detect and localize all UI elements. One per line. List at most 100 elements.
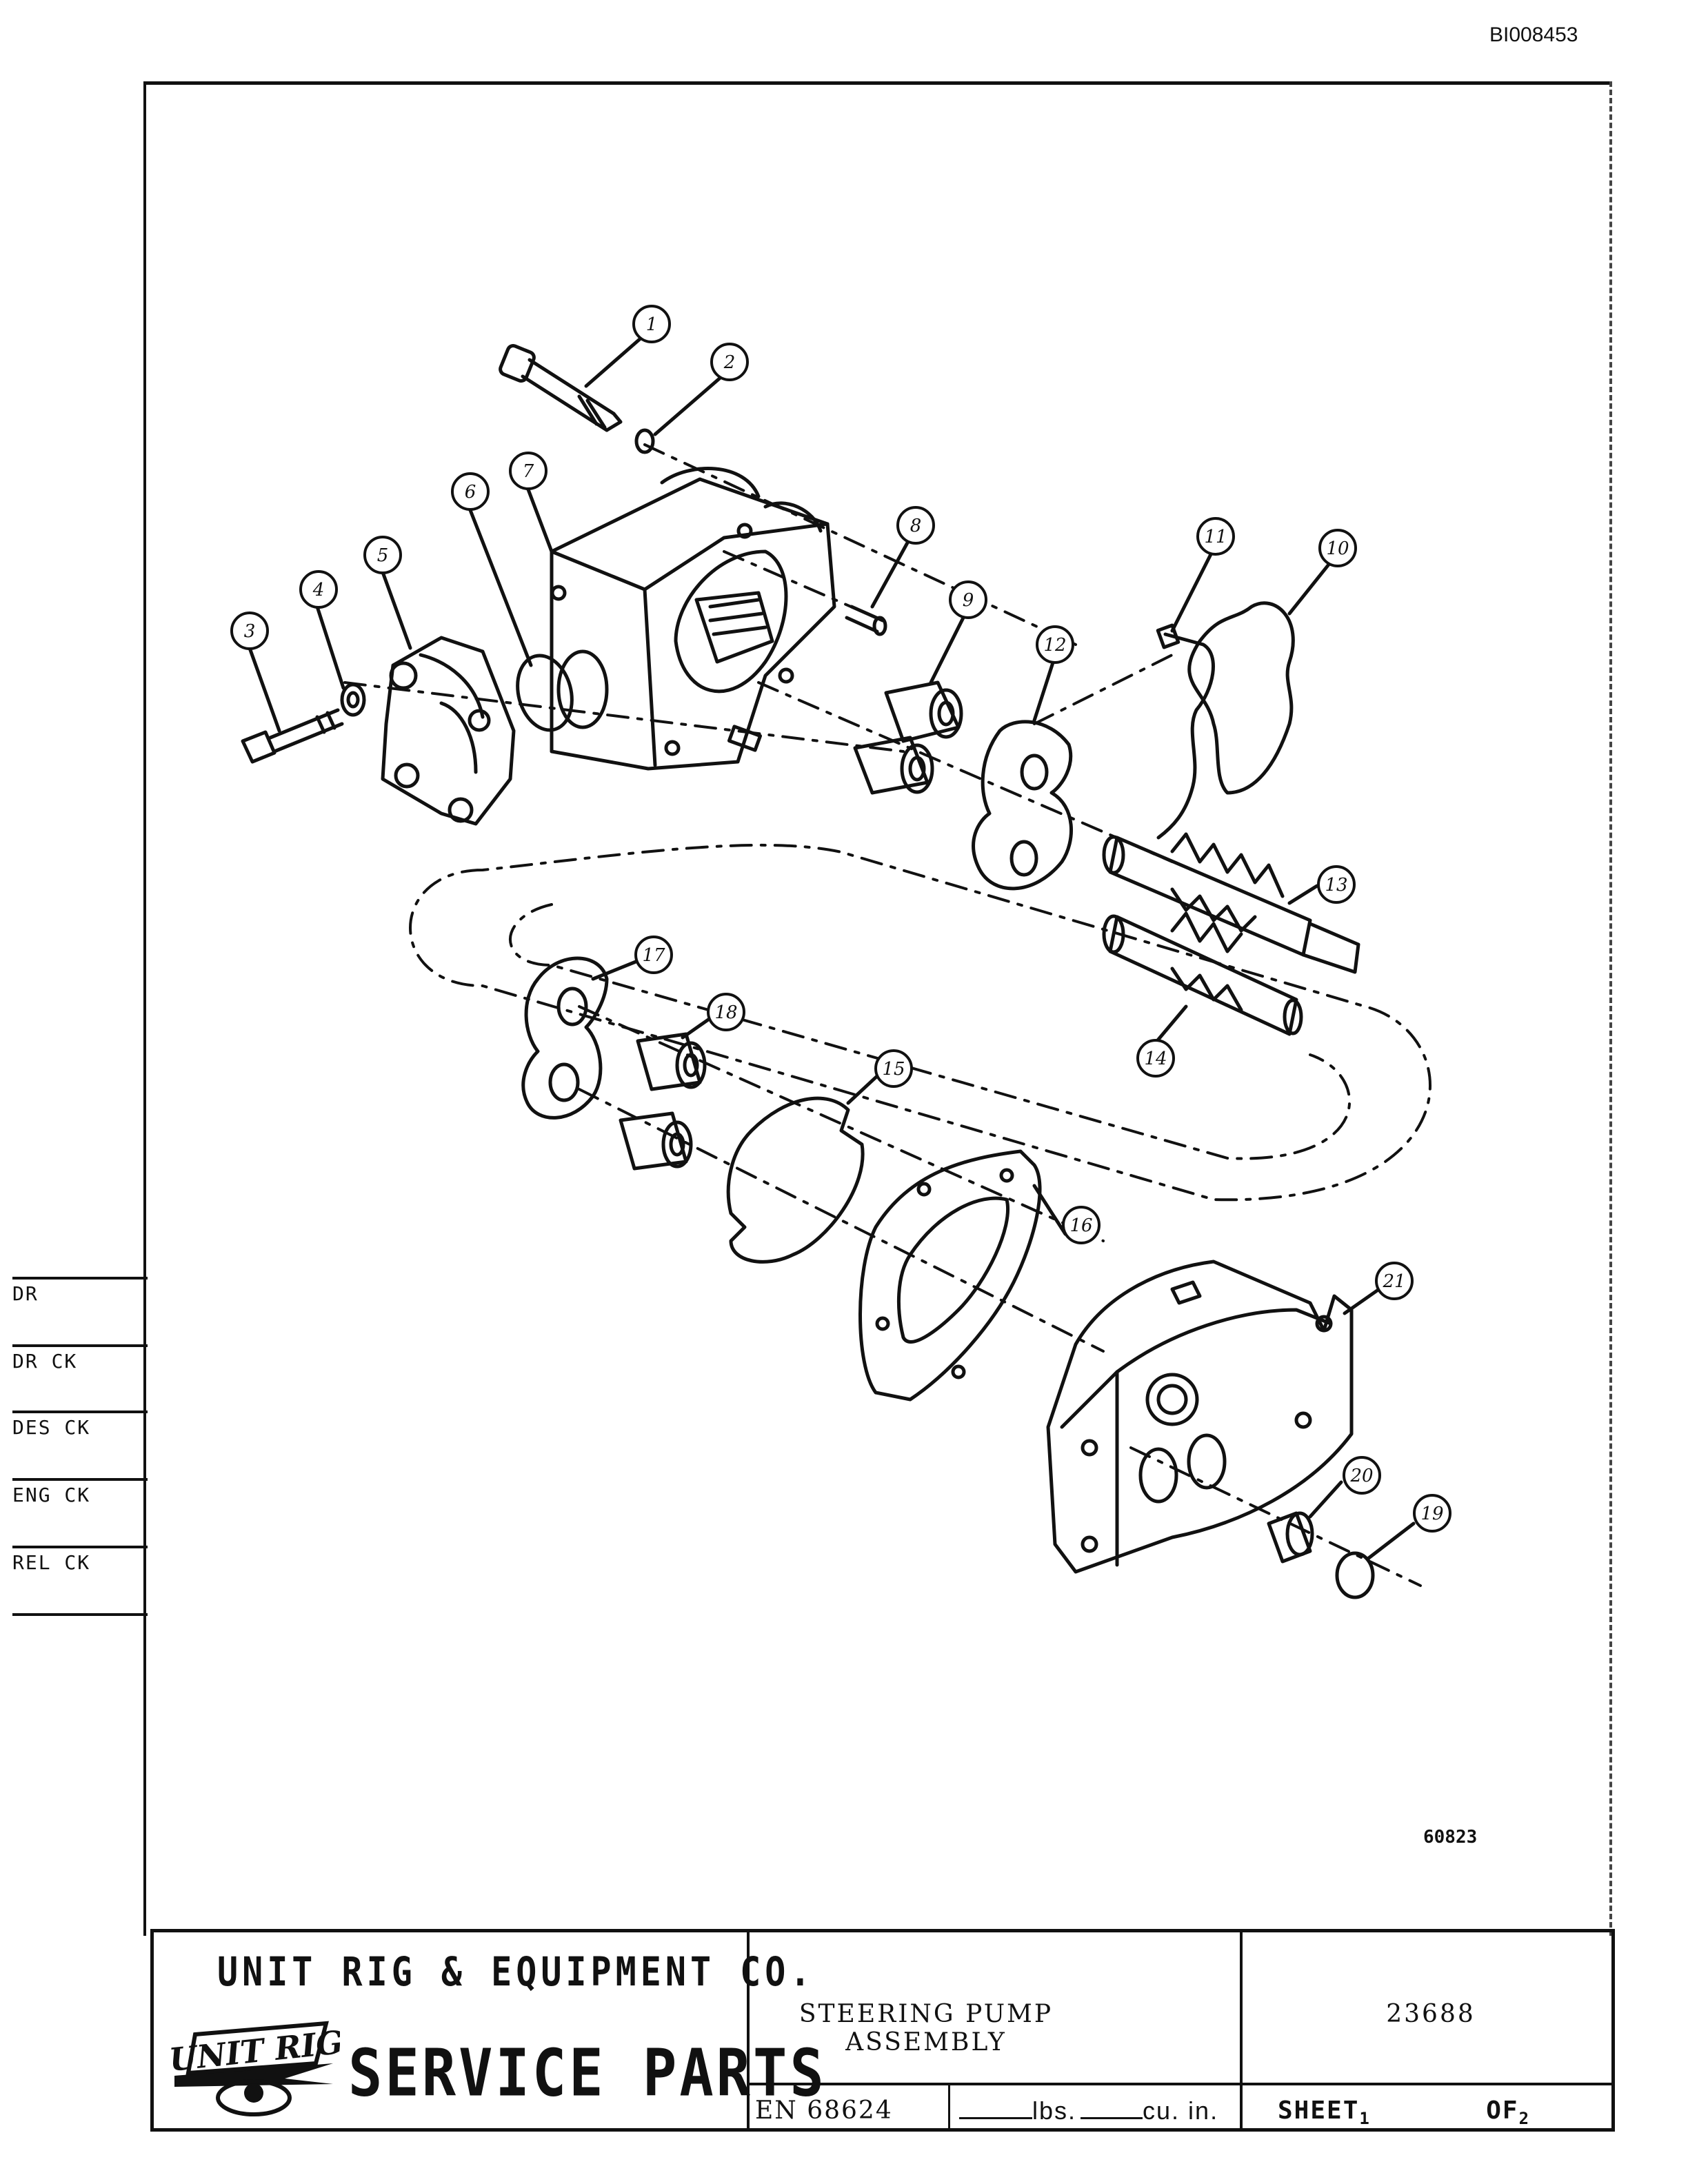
drawing-frame-left xyxy=(143,81,146,1936)
title-block: UNIT RIG & EQUIPMENT CO. UNIT RIG SERVIC… xyxy=(150,1929,1615,2132)
callout-label-6: 6 xyxy=(465,482,476,503)
cu-in-label: cu. in. xyxy=(1143,2096,1219,2125)
check-label-rel-ck: REL CK xyxy=(12,1551,91,1574)
callout-15 xyxy=(874,1049,913,1088)
callout-9 xyxy=(949,580,987,619)
check-label-eng-ck: ENG CK xyxy=(12,1484,91,1506)
callout-label-18: 18 xyxy=(714,1002,737,1023)
check-row-line xyxy=(12,1613,148,1616)
part-3-bolt xyxy=(241,708,344,764)
callout-label-11: 11 xyxy=(1204,527,1227,547)
assembly-path-loop xyxy=(409,843,1431,1202)
callout-5 xyxy=(363,536,402,574)
callout-label-15: 15 xyxy=(882,1059,905,1080)
assembly-path-loop-inner xyxy=(509,903,1352,1160)
callout-18 xyxy=(707,993,745,1031)
callout-label-20: 20 xyxy=(1349,1466,1373,1486)
callout-label-17: 17 xyxy=(642,945,665,966)
of-label: OF xyxy=(1486,2096,1519,2125)
part-7-pin xyxy=(845,605,887,636)
check-row-line xyxy=(12,1546,148,1548)
part-1-bolt xyxy=(499,344,623,432)
callout-label-13: 13 xyxy=(1325,875,1347,896)
part-17-wear-plate xyxy=(521,956,609,1120)
callout-label-12: 12 xyxy=(1043,635,1066,656)
callout-19 xyxy=(1413,1494,1451,1533)
part-6-oring xyxy=(516,654,574,732)
part-19-oring xyxy=(1335,1551,1375,1599)
part-20-plug xyxy=(1267,1511,1314,1564)
part-9-bushings xyxy=(853,680,963,795)
callout-label-8: 8 xyxy=(910,516,922,536)
part-4-washer xyxy=(340,682,366,717)
check-label-dr-ck: DR CK xyxy=(12,1350,78,1373)
unit-rig-logo: UNIT RIG xyxy=(168,2021,340,2116)
en-number: EN 68624 xyxy=(755,2096,893,2125)
callout-label-1: 1 xyxy=(646,314,658,335)
callout-8 xyxy=(896,506,935,545)
callout-21 xyxy=(1375,1262,1414,1300)
check-label-dr: DR xyxy=(12,1282,39,1305)
drawing-part-number: 23688 xyxy=(1386,2000,1476,2028)
drawing-frame-top xyxy=(143,81,1612,85)
callout-label-10: 10 xyxy=(1326,538,1349,559)
part-5-cover xyxy=(381,636,516,826)
callout-label-21: 21 xyxy=(1382,1271,1405,1292)
part-11-spring xyxy=(1156,632,1215,840)
callout-label-3: 3 xyxy=(244,621,256,642)
figure-number: 60823 xyxy=(1423,1827,1478,1848)
callout-1 xyxy=(632,305,671,343)
part-14-driven-gear xyxy=(1102,911,1303,1036)
callout-7 xyxy=(509,452,547,490)
lbs-label: lbs. xyxy=(1032,2096,1077,2125)
part-12-wear-plate xyxy=(972,720,1073,891)
callout-label-16: 16 xyxy=(1069,1215,1092,1236)
part-8-body xyxy=(550,467,836,771)
document-id: BI008453 xyxy=(1489,23,1578,46)
callout-11 xyxy=(1196,517,1235,556)
part-13-drive-gear xyxy=(1102,832,1360,974)
part-16-gasket xyxy=(858,1149,1042,1402)
weight-volume-field: lbs. cu. in. xyxy=(959,2096,1218,2125)
callout-label-19: 19 xyxy=(1420,1504,1443,1524)
check-label-des-ck: DES CK xyxy=(12,1416,91,1439)
title-block-divider xyxy=(948,2083,950,2128)
sheet-label: SHEET xyxy=(1278,2096,1360,2125)
title-block-divider xyxy=(747,2083,1611,2085)
title-block-divider xyxy=(747,1932,750,2128)
of-number: 2 xyxy=(1518,2109,1531,2128)
callout-label-9: 9 xyxy=(963,590,974,611)
callout-4 xyxy=(299,570,338,609)
callout-14 xyxy=(1136,1039,1175,1078)
callout-16 xyxy=(1062,1206,1101,1244)
drawing-title: STEERING PUMP ASSEMBLY xyxy=(798,2000,1054,2056)
callout-12 xyxy=(1036,625,1074,664)
check-row-line xyxy=(12,1410,148,1413)
callout-10 xyxy=(1318,529,1357,567)
callout-13 xyxy=(1317,865,1356,904)
service-parts-heading: SERVICE PARTS xyxy=(348,2036,827,2112)
callout-label-14: 14 xyxy=(1144,1049,1167,1069)
callout-6 xyxy=(451,472,490,511)
callout-20 xyxy=(1343,1456,1381,1495)
check-row-line xyxy=(12,1277,148,1280)
drawing-frame-right xyxy=(1609,81,1612,1936)
part-18-bushings xyxy=(619,1032,707,1171)
callout-label-4: 4 xyxy=(312,580,325,600)
check-row-line xyxy=(12,1344,148,1347)
check-row-line xyxy=(12,1478,148,1481)
callout-2 xyxy=(710,343,749,381)
sheet-number: 1 xyxy=(1359,2109,1371,2128)
callout-17 xyxy=(634,936,673,974)
sheet-field: SHEET1 OF2 xyxy=(1278,2096,1530,2128)
callout-3 xyxy=(230,611,269,650)
part-15-seal xyxy=(726,1096,865,1264)
part-2-washer xyxy=(634,428,655,454)
callout-label-5: 5 xyxy=(377,545,389,566)
title-block-divider xyxy=(1240,1932,1243,2128)
part-21-end-housing xyxy=(1046,1260,1354,1574)
company-name: UNIT RIG & EQUIPMENT CO. xyxy=(217,1949,815,1995)
callout-label-2: 2 xyxy=(723,352,736,373)
callout-label-7: 7 xyxy=(523,461,534,482)
